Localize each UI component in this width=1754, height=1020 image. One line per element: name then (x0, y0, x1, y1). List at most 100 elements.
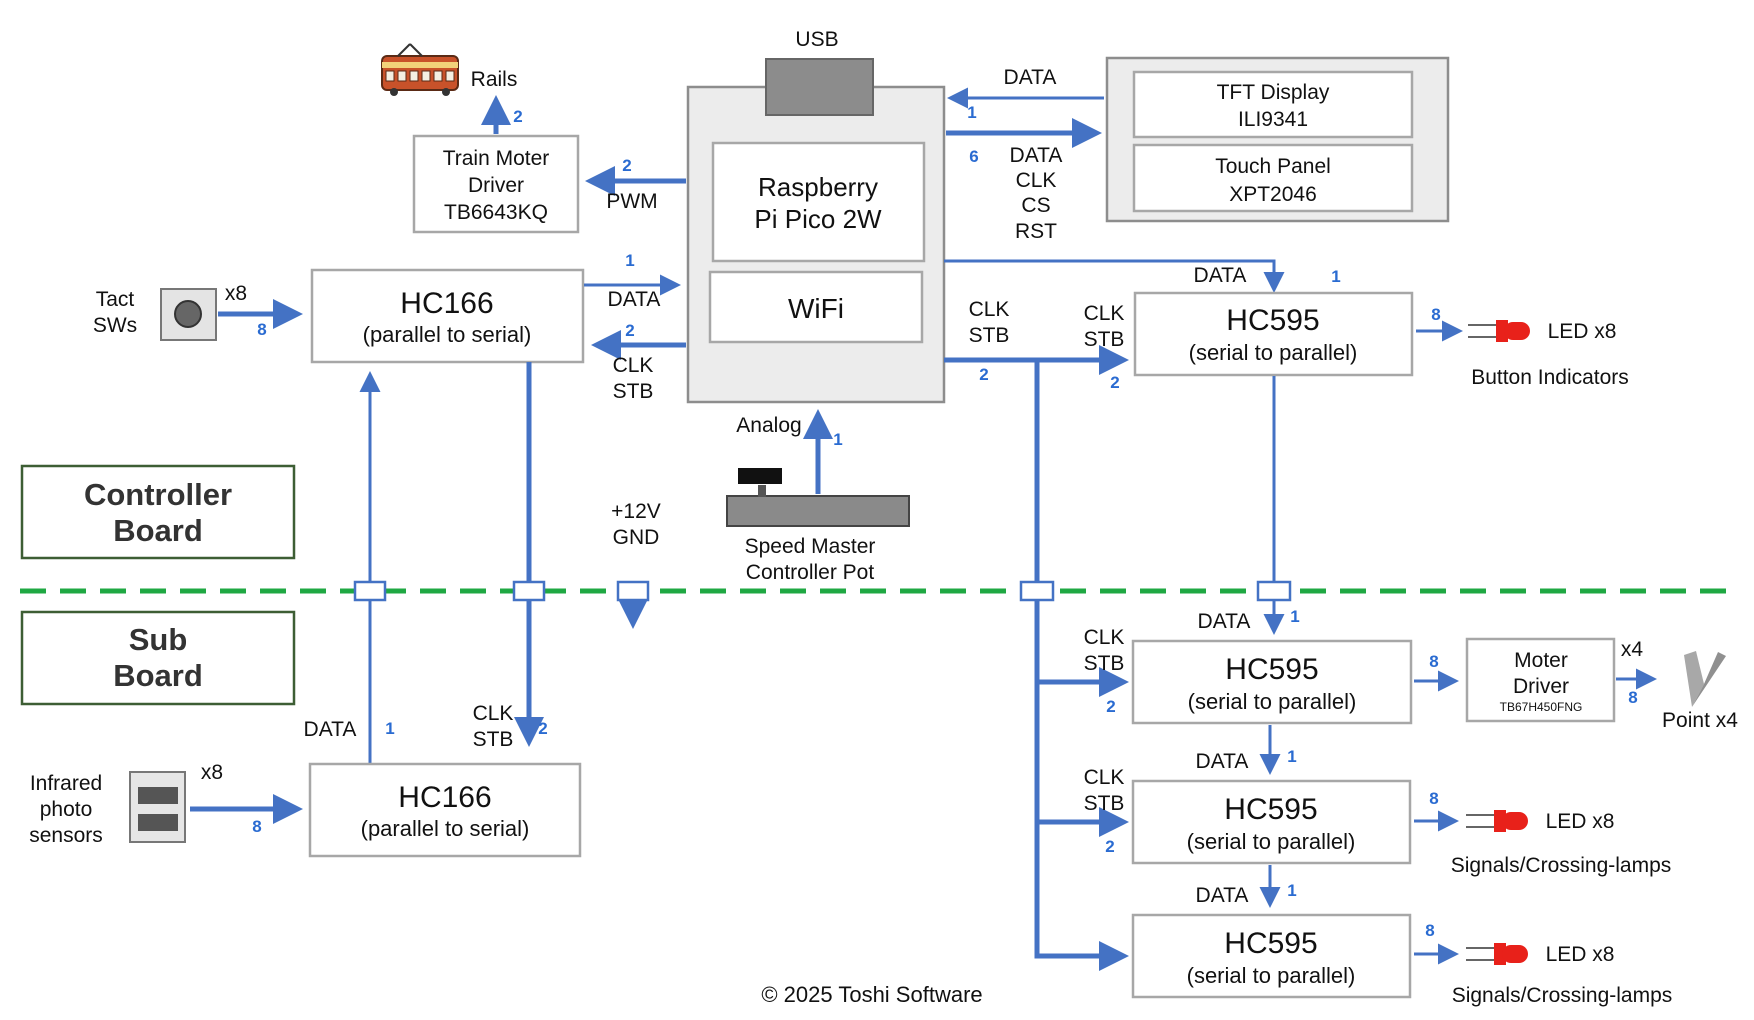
connector-clk (512, 580, 546, 602)
hc595-2-data-num: 1 (1290, 607, 1299, 626)
svg-text:(parallel to serial): (parallel to serial) (363, 322, 532, 347)
pico-title-line1: Raspberry (758, 172, 878, 202)
pot-label-line1: Speed Master (745, 535, 876, 558)
svg-text:Driver: Driver (1513, 675, 1569, 698)
tact-label-line1: Tact (96, 288, 135, 311)
connector-data-chain (1256, 580, 1292, 602)
pico-to-hc595-data-wire (944, 259, 1285, 293)
svg-text:HC595: HC595 (1224, 793, 1317, 826)
svg-text:HC595: HC595 (1225, 653, 1318, 686)
point-icon (1684, 651, 1726, 707)
svg-text:HC166: HC166 (398, 781, 491, 814)
tact-switch (160, 288, 217, 341)
hc166-data-label: DATA (608, 288, 661, 311)
wifi-label: WiFi (788, 293, 844, 324)
hc595-2-data-label: DATA (1198, 610, 1251, 633)
tft-title: TFT Display (1217, 81, 1330, 104)
hc166-sub-data-num: 1 (385, 719, 394, 738)
hc166-sub-clk-num: 2 (538, 719, 547, 738)
hc595-3-caption: Signals/Crossing-lamps (1451, 854, 1672, 877)
ir-label-line1: Infrared (30, 772, 102, 795)
tact-num: 8 (257, 320, 266, 339)
hc166-controller: HC166 (parallel to serial) (310, 268, 585, 364)
hc595-3-data-label: DATA (1196, 750, 1249, 773)
svg-text:(serial to parallel): (serial to parallel) (1187, 829, 1356, 854)
hc595-4-led-label: LED x8 (1546, 943, 1615, 966)
svg-text:(parallel to serial): (parallel to serial) (361, 816, 530, 841)
hc595-4-caption: Signals/Crossing-lamps (1452, 984, 1673, 1007)
rails-label: Rails (471, 68, 518, 91)
hc595-2-clk-label-1: CLK (1084, 626, 1125, 649)
train-icon (381, 43, 459, 96)
svg-text:(serial to parallel): (serial to parallel) (1189, 340, 1358, 365)
hc166-sub: HC166 (parallel to serial) (308, 762, 582, 858)
sub-board-label: Sub Board (20, 610, 296, 706)
display-out-label-data: DATA (1010, 144, 1063, 167)
display-out-label-clk: CLK (1016, 169, 1057, 192)
led-icon (1466, 810, 1528, 832)
svg-text:Board: Board (113, 513, 203, 548)
hc595-button-indicators: HC595 (serial to parallel) (1133, 291, 1414, 377)
connector-data (353, 580, 387, 602)
usb-label: USB (795, 28, 838, 51)
hc166-clk-label-2: STB (613, 380, 654, 403)
svg-text:Sub: Sub (129, 622, 188, 657)
usb-connector (765, 58, 874, 116)
power-label-12v: +12V (611, 500, 661, 523)
pot-label-line2: Controller Pot (746, 561, 875, 584)
led-icon (1468, 320, 1530, 342)
hc595-1-data-num: 1 (1331, 267, 1340, 286)
hc166-data-num: 1 (625, 251, 634, 270)
hc595-3-data-num: 1 (1287, 747, 1296, 766)
svg-text:Driver: Driver (468, 174, 524, 197)
pico-board: USB Raspberry Pi Pico 2W WiFi (686, 28, 946, 404)
hc595-2-clk-num: 2 (1106, 697, 1115, 716)
motor-count: x4 (1621, 638, 1644, 661)
tact-count: x8 (225, 282, 247, 305)
display-data-in-label: DATA (1004, 66, 1057, 89)
hc595-1-caption: Button Indicators (1471, 366, 1629, 389)
hc595-1-led-label: LED x8 (1548, 320, 1617, 343)
clk-bus-to-hc595-4 (1034, 941, 1129, 971)
ir-label-line2: photo (40, 798, 93, 821)
svg-text:HC595: HC595 (1226, 304, 1319, 337)
hc166-clk-num: 2 (625, 321, 634, 340)
svg-text:Moter: Moter (1514, 649, 1568, 672)
svg-text:Board: Board (113, 658, 203, 693)
svg-text:TB6643KQ: TB6643KQ (444, 201, 548, 224)
svg-text:HC166: HC166 (400, 287, 493, 320)
touch-model: XPT2046 (1229, 183, 1317, 206)
connector-clk-bus (1019, 580, 1055, 602)
hc595-2-out-num: 8 (1429, 652, 1438, 671)
power-label-gnd: GND (613, 526, 660, 549)
svg-text:Train Moter: Train Moter (443, 147, 550, 170)
copyright: © 2025 Toshi Software (761, 982, 982, 1007)
svg-text:(serial to parallel): (serial to parallel) (1188, 689, 1357, 714)
hc166-sub-data-label: DATA (304, 718, 357, 741)
bus-clk-label-2: STB (969, 324, 1010, 347)
led-icon (1466, 943, 1528, 965)
svg-text:(serial to parallel): (serial to parallel) (1187, 963, 1356, 988)
hc595-1-clk-label-1: CLK (1084, 302, 1125, 325)
hc595-signals-1: HC595 (serial to parallel) (1131, 779, 1412, 865)
motor-driver: Moter Driver TB67H450FNG (1465, 637, 1616, 723)
tact-label-line2: SWs (93, 314, 137, 337)
pico-title-line2: Pi Pico 2W (754, 204, 882, 234)
hc595-1-out-num: 8 (1431, 305, 1440, 324)
hc166-sub-clk-label-2: STB (473, 728, 514, 751)
motor-num: 8 (1628, 688, 1637, 707)
display-module: TFT Display ILI9341 Touch Panel XPT2046 (1105, 56, 1450, 223)
pwm-label: PWM (606, 190, 657, 213)
hc166-clk-label-1: CLK (613, 354, 654, 377)
bus-clk-label-1: CLK (969, 298, 1010, 321)
hc595-3-led-label: LED x8 (1546, 810, 1615, 833)
ir-sensor-icon (129, 771, 186, 843)
display-data-in-num: 1 (967, 103, 976, 122)
display-out-label-cs: CS (1021, 194, 1050, 217)
train-motor-driver: Train Moter Driver TB6643KQ (412, 134, 580, 234)
touch-title: Touch Panel (1215, 155, 1331, 178)
pwm-num: 2 (622, 156, 631, 175)
connector-power (616, 580, 650, 602)
analog-label: Analog (736, 414, 801, 437)
svg-text:HC595: HC595 (1224, 927, 1317, 960)
